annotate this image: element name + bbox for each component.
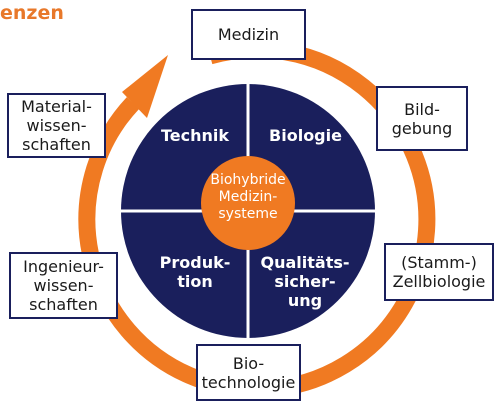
- cycle-arrow-head: [122, 55, 168, 118]
- box-medizin: Medizin: [191, 9, 306, 60]
- box-bildgebung: Bild- gebung: [376, 86, 468, 151]
- center-label: Biohybride Medizin- systeme: [210, 172, 286, 222]
- box-biotechnologie: Bio- technologie: [196, 344, 301, 401]
- center-circle: [201, 156, 295, 250]
- box-ingenieurwissenschaften: Ingenieur- wissen- schaften: [9, 252, 118, 319]
- box-stammzellbiologie: (Stamm-) Zellbiologie: [384, 243, 494, 301]
- quadrant-produktion: Produk- tion: [159, 253, 231, 291]
- page-title-fragment: enzen: [0, 2, 64, 24]
- box-materialwissenschaften: Material- wissen- schaften: [7, 93, 106, 158]
- cycle-ring: [78, 40, 436, 398]
- quadrant-biologie: Biologie: [269, 126, 342, 145]
- quadrant-qualitaetssicherung: Qualitäts- sicher- ung: [260, 253, 350, 310]
- quadrant-technik: Technik: [160, 126, 230, 145]
